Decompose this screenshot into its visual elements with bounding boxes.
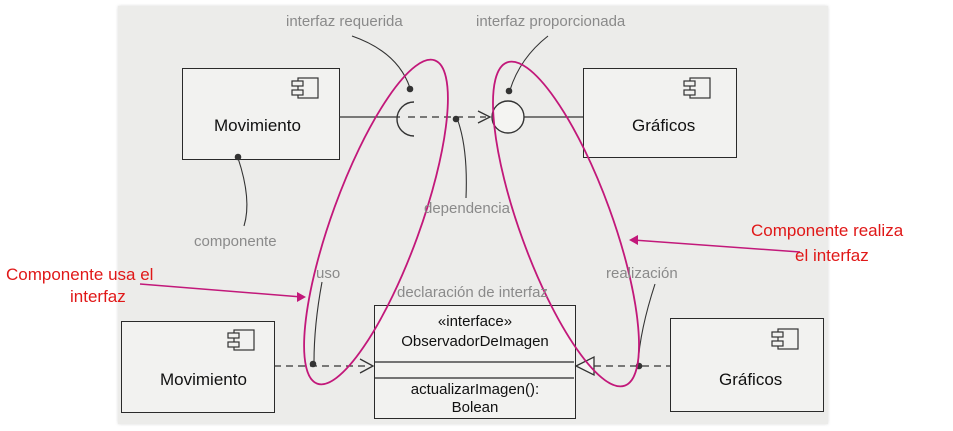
required-socket xyxy=(396,101,415,137)
annotation-realizes-line1: Componente realiza xyxy=(751,221,904,240)
label-declaracion-interfaz: declaración de interfaz xyxy=(397,284,548,301)
label-realizacion: realización xyxy=(606,265,678,282)
component-movimiento-bottom xyxy=(121,321,275,413)
component-graficos-top xyxy=(583,68,737,158)
label-uso: uso xyxy=(316,265,341,282)
label-interfaz-proporcionada: interfaz proporcionada xyxy=(476,13,626,30)
annotation-uses-line1: Componente usa el xyxy=(6,265,154,284)
label-componente: componente xyxy=(194,233,277,250)
interface-name: ObservadorDeImagen xyxy=(401,333,549,350)
component-name-movimiento-bottom: Movimiento xyxy=(160,370,247,389)
component-movimiento-top xyxy=(182,68,340,160)
annotation-uses-line2: interfaz xyxy=(70,287,126,306)
interface-operation-line2: Bolean xyxy=(451,399,499,416)
component-name-graficos-bottom: Gráficos xyxy=(719,370,783,389)
component-icon-top-left xyxy=(291,77,319,99)
interface-stereotype: «interface» xyxy=(437,313,513,330)
annotation-realizes-line2: el interfaz xyxy=(795,246,869,265)
provided-interface-lollipop xyxy=(491,100,525,134)
uses-highlight-ellipse xyxy=(303,58,449,386)
realizes-annotation-arrow xyxy=(633,239,801,253)
component-name-movimiento-top: Movimiento xyxy=(214,116,301,135)
component-icon-bottom-right xyxy=(771,328,799,350)
uses-annotation-arrow xyxy=(139,283,303,298)
realizes-highlight-ellipse xyxy=(492,60,640,388)
component-icon-top-right xyxy=(683,77,711,99)
component-name-graficos-top: Gráficos xyxy=(632,116,696,135)
interface-operation-line1: actualizarImagen(): xyxy=(410,381,540,398)
label-dependencia: dependencia xyxy=(424,200,510,217)
label-interfaz-requerida: interfaz requerida xyxy=(286,13,403,30)
component-icon-bottom-left xyxy=(227,329,255,351)
